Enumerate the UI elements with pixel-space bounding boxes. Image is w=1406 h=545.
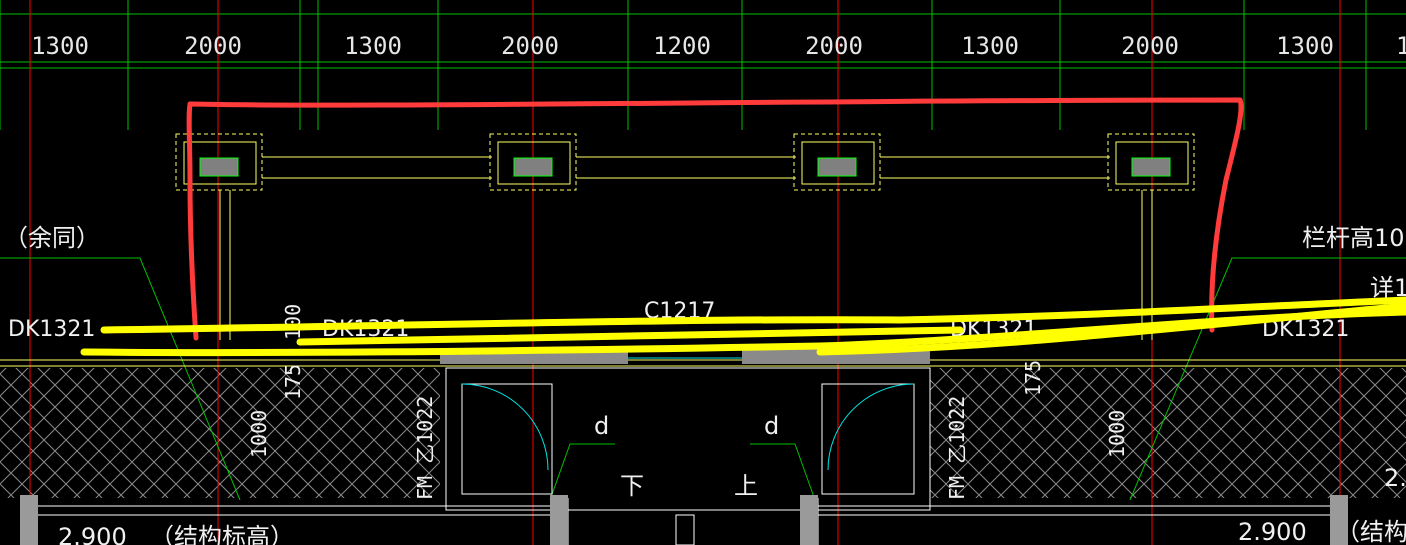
elevation-right: 2.900 <box>1238 518 1307 545</box>
dimension-line-top <box>0 13 1406 69</box>
railing-height-note: 栏杆高100 <box>1302 224 1406 252</box>
symbol-d-right: d <box>764 412 779 440</box>
stair-down-label: 下 <box>620 472 644 500</box>
yellow-strikethrough <box>80 296 1406 357</box>
dim-175-left: 175 <box>281 364 305 400</box>
dim-partial: 1 <box>1396 32 1406 60</box>
door-label-left: FM 乙1022 <box>413 396 437 500</box>
symbol-d-left: d <box>594 412 609 440</box>
hatched-slab <box>0 368 1406 498</box>
vertical-labels: 175 100 1000 FM 乙1022 175 1000 FM 乙1022 <box>247 304 1129 500</box>
dim-2000-d: 2000 <box>1121 32 1179 60</box>
window-label-dk1321-a: DK1321 <box>8 317 95 342</box>
red-annotation-outline <box>186 97 1244 341</box>
dim-1300-c: 1300 <box>961 32 1019 60</box>
column-2 <box>489 133 577 191</box>
dim-1000-left: 1000 <box>247 410 271 458</box>
dim-1300-d: 1300 <box>1276 32 1334 60</box>
structural-elevation-label: （结构标高） <box>150 523 294 545</box>
leader-lines <box>0 257 1406 501</box>
lower-walls <box>20 495 1348 545</box>
elevation-left: 2.900 <box>58 523 127 545</box>
dim-2000-a: 2000 <box>184 32 242 60</box>
dimension-ticks <box>0 0 1367 130</box>
dim-1000-right: 1000 <box>1105 410 1129 458</box>
dim-1300-b: 1300 <box>344 32 402 60</box>
elevation-partial: 2.9 <box>1384 464 1406 492</box>
door-label-right: FM 乙1022 <box>945 396 969 500</box>
dimension-labels: 1300 2000 1300 2000 1200 2000 1300 2000 … <box>31 32 1406 60</box>
left-note: （余同） <box>4 224 100 252</box>
structural-elevation-label-right: （结构标 <box>1336 518 1406 545</box>
column-1 <box>175 133 263 191</box>
stair-well <box>445 367 931 545</box>
dim-2000-c: 2000 <box>805 32 863 60</box>
dim-2000-b: 2000 <box>501 32 559 60</box>
stair-up-label: 上 <box>734 472 758 500</box>
dim-1200: 1200 <box>653 32 711 60</box>
dim-1300-a: 1300 <box>31 32 89 60</box>
dim-100-left: 100 <box>281 304 305 340</box>
column-4 <box>1107 133 1195 191</box>
dim-175-right: 175 <box>1021 360 1045 396</box>
column-3 <box>793 133 881 191</box>
